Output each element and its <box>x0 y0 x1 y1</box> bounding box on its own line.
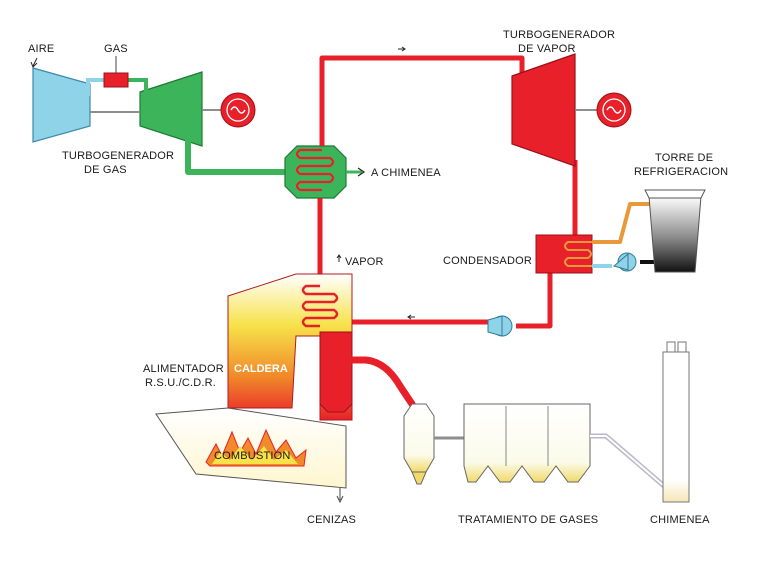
steam-main-line <box>319 55 525 146</box>
gas-turbine-group: AIRE GAS TURBOGENERADOR DE GAS <box>28 43 256 176</box>
label-aire: AIRE <box>28 43 54 55</box>
label-combustion: COMBUSTION <box>214 450 291 462</box>
ac-symbol-icon <box>230 106 246 114</box>
vapor-arrow-head <box>336 254 342 259</box>
boiler-second-pass <box>319 331 353 413</box>
stack-duct <box>590 433 666 488</box>
steam-generator-ring <box>602 98 626 122</box>
flow-arrow-return-head <box>407 314 412 320</box>
cooling-hot-pipe <box>592 202 654 244</box>
steam-turbine-group: TURBOGENERADOR DE VAPOR <box>503 29 632 167</box>
compressor <box>32 67 91 143</box>
gas-combustor <box>103 72 129 88</box>
cooling-tower <box>648 195 702 273</box>
steam-turbine <box>511 53 576 167</box>
chimney <box>662 351 690 503</box>
label-vapor: VAPOR <box>345 256 384 268</box>
hrsg-coil <box>295 148 335 192</box>
label-condensador: CONDENSADOR <box>443 255 532 267</box>
feed-pump-group <box>487 315 513 337</box>
generator-ring <box>226 98 250 122</box>
air-pipe <box>86 78 104 96</box>
cooling-pump-housing <box>612 252 629 271</box>
chimney-cap-right <box>677 341 687 353</box>
condenser <box>535 234 593 274</box>
label-alimentador-1: ALIMENTADOR <box>143 363 224 375</box>
label-cenizas: CENIZAS <box>307 514 356 526</box>
heat-recovery-unit: A CHIMENEA <box>284 145 441 199</box>
label-turbogen-gas-2: DE GAS <box>84 164 127 176</box>
stack-duct-inner <box>590 435 665 487</box>
label-a-chimenea: A CHIMENEA <box>371 167 441 179</box>
air-arrow-head <box>30 61 38 68</box>
feeder-group: COMBUSTION ALIMENTADOR R.S.U./C.D.R. CEN… <box>143 363 356 526</box>
cyclone-outlet <box>411 471 427 485</box>
to-stack-arrow-icon <box>357 167 366 177</box>
chimney-group: CHIMENEA <box>650 341 710 526</box>
hot-gas-pipe <box>128 78 148 96</box>
label-turbogen-vapor-1: TURBOGENERADOR <box>503 29 615 41</box>
label-gas: GAS <box>104 43 128 55</box>
gas-turbine <box>139 71 203 147</box>
flue-gas-duct <box>348 356 416 408</box>
label-turbogen-gas-1: TURBOGENERADOR <box>62 150 174 162</box>
flames-inner <box>212 446 298 464</box>
condenser-coil <box>564 241 592 267</box>
label-chimenea: CHIMENEA <box>650 514 710 526</box>
gas-treatment-group: TRATAMIENTO DE GASES <box>403 403 666 526</box>
exhaust-gas-pipe <box>185 132 292 175</box>
cooling-tower-top <box>644 189 706 199</box>
cyclone <box>403 403 435 473</box>
label-alimentador-2: R.S.U./C.D.R. <box>145 377 216 389</box>
label-tratamiento: TRATAMIENTO DE GASES <box>458 514 598 526</box>
superheater-coil <box>301 284 339 328</box>
label-torre-2: REFRIGERACION <box>634 166 728 178</box>
bag-filter <box>463 403 591 483</box>
ash-arrow-icon <box>336 495 344 504</box>
condensate-pipe <box>516 272 553 329</box>
flow-arrow-top-head <box>401 46 406 52</box>
feed-pump-housing <box>487 315 503 337</box>
condenser-group: CONDENSADOR TORRE DE REFRIGERACION <box>443 152 728 274</box>
label-caldera: CALDERA <box>234 363 288 375</box>
label-turbogen-vapor-2: DE VAPOR <box>518 43 576 55</box>
ac-symbol-icon <box>606 106 622 114</box>
boiler-group: CALDERA <box>227 273 416 421</box>
chimney-cap-left <box>666 341 676 353</box>
air-arrow <box>32 57 38 67</box>
label-torre-1: TORRE DE <box>655 152 713 164</box>
